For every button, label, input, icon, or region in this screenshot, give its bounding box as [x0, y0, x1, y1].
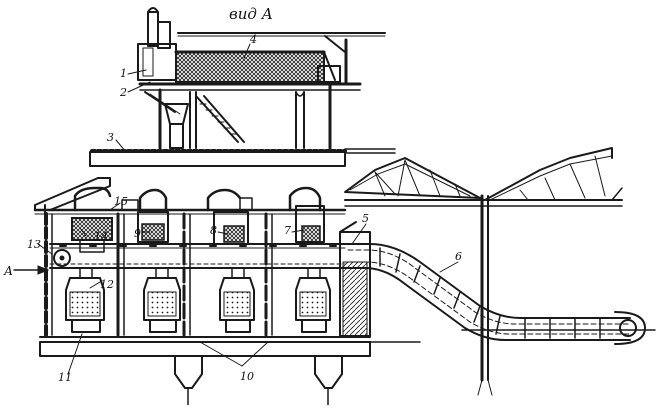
view-arrow: А [3, 264, 50, 278]
mill-3 [219, 267, 255, 333]
vessel-stack-2 [137, 211, 169, 243]
roof-trusses [344, 147, 623, 396]
callout-12: 12 [100, 278, 114, 291]
mill-2 [143, 267, 181, 333]
inclined-conveyor [344, 243, 656, 345]
view-arrow-label: А [3, 264, 13, 278]
callout-9: 9 [134, 227, 141, 240]
view-title: вид А [229, 5, 273, 23]
leader-lines [37, 43, 459, 375]
callout-15: 15 [114, 195, 128, 208]
callout-14: 14 [94, 230, 108, 243]
vessel-stack-4 [295, 205, 325, 243]
callout-2: 2 [119, 86, 127, 99]
mill-4 [295, 267, 331, 333]
transfer-tower [339, 221, 371, 337]
callout-5: 5 [362, 212, 369, 225]
vessel-stack-1 [53, 217, 113, 267]
vessel-stack-3 [213, 211, 249, 245]
ground-floor [39, 336, 421, 406]
callout-4: 4 [249, 33, 257, 46]
upper-platform [137, 7, 386, 150]
callout-13: 13 [27, 238, 41, 251]
callout-11: 11 [58, 371, 72, 384]
callout-8: 8 [210, 224, 217, 237]
mill-1 [65, 267, 105, 333]
callout-1: 1 [120, 67, 127, 80]
callout-6: 6 [455, 250, 462, 263]
dust-collector-row [73, 186, 322, 212]
callout-10: 10 [240, 370, 254, 383]
horizontal-conveyor [49, 243, 346, 269]
left-wing-roof [33, 177, 347, 216]
callout-labels: 1 2 3 4 5 6 7 8 9 10 11 12 13 14 15 [27, 33, 462, 384]
callout-7: 7 [284, 224, 291, 237]
callout-3: 3 [107, 131, 114, 144]
building-columns [44, 212, 273, 337]
middle-floor-slab [89, 148, 396, 167]
